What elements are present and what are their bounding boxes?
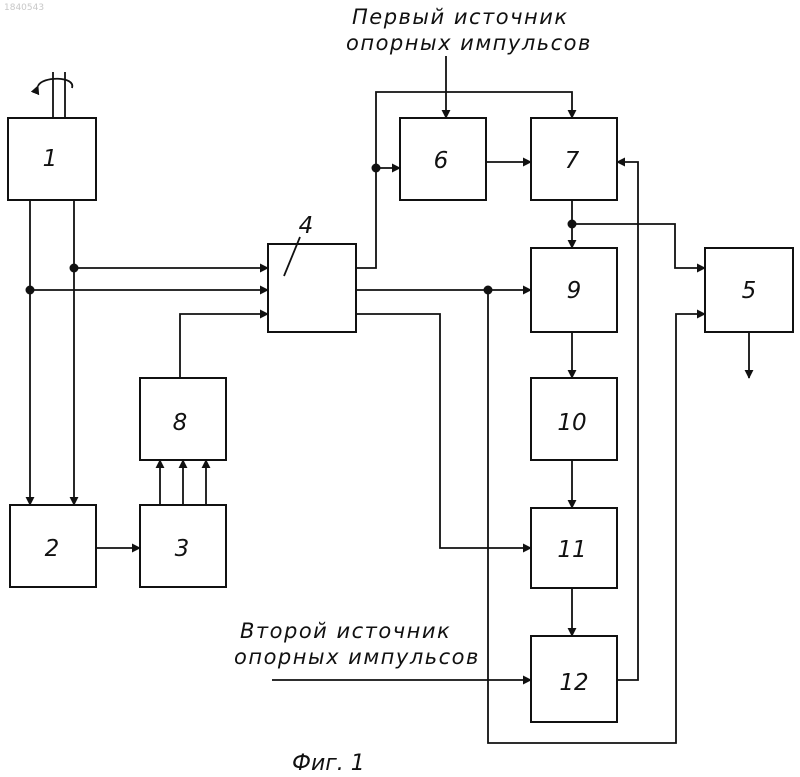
wire-12-7 [617,162,638,680]
figure-caption: Фиг. 1 [292,751,365,776]
wire-4-7 [376,92,572,168]
block-2-label: 2 [45,536,60,562]
block-1-label: 1 [43,146,58,172]
rotation-symbol [38,79,72,88]
watermark-text: 1840543 [4,3,44,13]
second-source-caption: Второй источник опорных импульсов [234,619,480,669]
wire-4-11 [356,314,531,548]
block-7-label: 7 [565,148,580,174]
block-8-label: 8 [173,410,188,436]
block-4: 4 [268,213,356,332]
block-9: 9 [531,248,617,332]
block-12: 12 [531,636,617,722]
block-11-label: 11 [557,537,586,563]
block-3-label: 3 [175,536,190,562]
wire-4-6 [356,168,400,268]
block-7: 7 [531,118,617,200]
block-2: 2 [10,505,96,587]
block-10-label: 10 [557,410,586,436]
block-8: 8 [140,378,226,460]
junction-dot [484,286,493,295]
block-4-label: 4 [299,213,314,239]
junction-dot [568,220,577,229]
wire-8-4 [180,314,268,378]
block-10: 10 [531,378,617,460]
block-5: 5 [705,248,793,332]
block-9-label: 9 [567,278,582,304]
first-source-line1: Первый источник [352,5,569,29]
second-source-line2: опорных импульсов [234,645,480,669]
block-12-label: 12 [559,670,588,696]
wire-bus-5 [488,290,705,743]
block-5-label: 5 [742,278,757,304]
block-1: 1 [8,118,96,200]
block-6: 6 [400,118,486,200]
junction-dot [70,264,79,273]
second-source-line1: Второй источник [240,619,451,643]
first-source-caption: Первый источник опорных импульсов [346,5,592,55]
block-4-leader [284,237,300,276]
block-3: 3 [140,505,226,587]
first-source-line2: опорных импульсов [346,31,592,55]
block-11: 11 [531,508,617,588]
junction-dot [372,164,381,173]
block-6-label: 6 [434,148,449,174]
junction-dot [26,286,35,295]
